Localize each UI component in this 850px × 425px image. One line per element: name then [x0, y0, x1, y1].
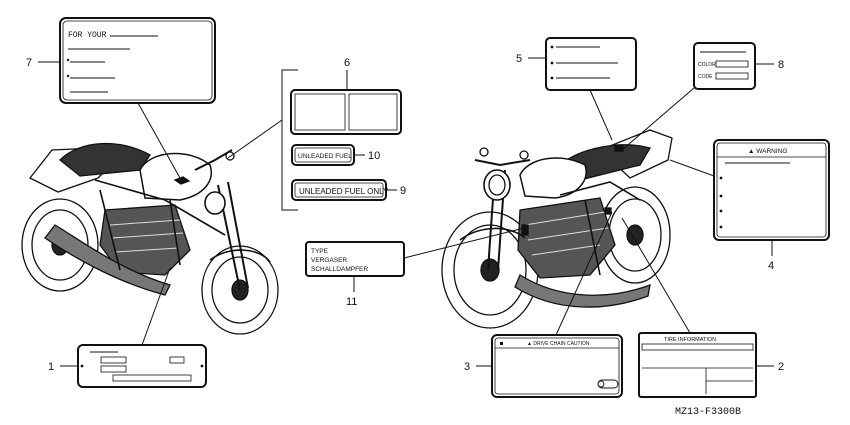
leader-4-to-bike — [669, 159, 715, 177]
label-6-double — [290, 89, 402, 135]
color-text: COLOR — [698, 62, 716, 68]
unleaded-fuel-text: UNLEADED FUEL — [298, 153, 352, 160]
bracket-group-6-9-10 — [281, 69, 298, 211]
callout-4: 4 — [768, 260, 774, 272]
leader-2-to-bike — [621, 217, 691, 334]
label-8-color-code: COLOR CODE — [693, 42, 756, 90]
callout-2: 2 — [778, 361, 784, 373]
leader-7-to-bike — [137, 102, 181, 179]
leader-1-to-bike — [141, 267, 171, 346]
callout-8: 8 — [778, 59, 784, 71]
right-motorcycle-illustration — [441, 129, 673, 329]
label-10-unleaded-fuel: UNLEADED FUEL — [291, 144, 355, 166]
figure-code: MZ13-F3300B — [675, 407, 741, 418]
leader-group-to-bike — [227, 119, 283, 159]
tire-information-text: TIRE INFORMATION — [664, 337, 716, 343]
callout-6: 6 — [344, 57, 350, 69]
warning-text: ▲ WARNING — [748, 148, 787, 155]
callout-10: 10 — [368, 150, 380, 162]
label-9-unleaded-fuel-only: UNLEADED FUEL ONLY — [291, 179, 389, 201]
type-line-2: VERGASER — [311, 257, 347, 264]
label-3-drive-chain-caution: ▲ DRIVE CHAIN CAUTION — [491, 334, 623, 398]
unleaded-fuel-only-text: UNLEADED FUEL ONLY — [299, 187, 389, 196]
callout-7: 7 — [26, 57, 32, 69]
label-4-warning: ▲ WARNING — [713, 139, 830, 241]
label-2-tire-information: TIRE INFORMATION — [638, 332, 757, 398]
label-7-for-your: FOR YOUR — [59, 17, 216, 104]
callout-3: 3 — [464, 361, 470, 373]
type-line-3: SCHALLDAMPFER — [311, 266, 368, 273]
leader-5-to-bike — [589, 89, 613, 141]
label-11-type: TYPE VERGASER SCHALLDAMPFER — [305, 241, 405, 277]
leader-8-to-bike — [621, 87, 695, 151]
drive-chain-caution-text: ▲ DRIVE CHAIN CAUTION — [527, 341, 590, 347]
type-line-1: TYPE — [311, 248, 329, 255]
left-motorcycle-illustration — [21, 142, 279, 335]
for-your-text: FOR YOUR — [68, 31, 107, 40]
callout-11: 11 — [346, 296, 357, 308]
callout-9: 9 — [400, 185, 406, 197]
callout-5: 5 — [516, 53, 522, 65]
code-text: CODE — [698, 74, 713, 80]
leader-11-to-bike — [403, 227, 525, 259]
leader-3-to-bike — [555, 211, 613, 336]
callout-1: 1 — [48, 361, 54, 373]
label-5-plate — [545, 37, 637, 91]
label-1-plate — [77, 344, 207, 388]
